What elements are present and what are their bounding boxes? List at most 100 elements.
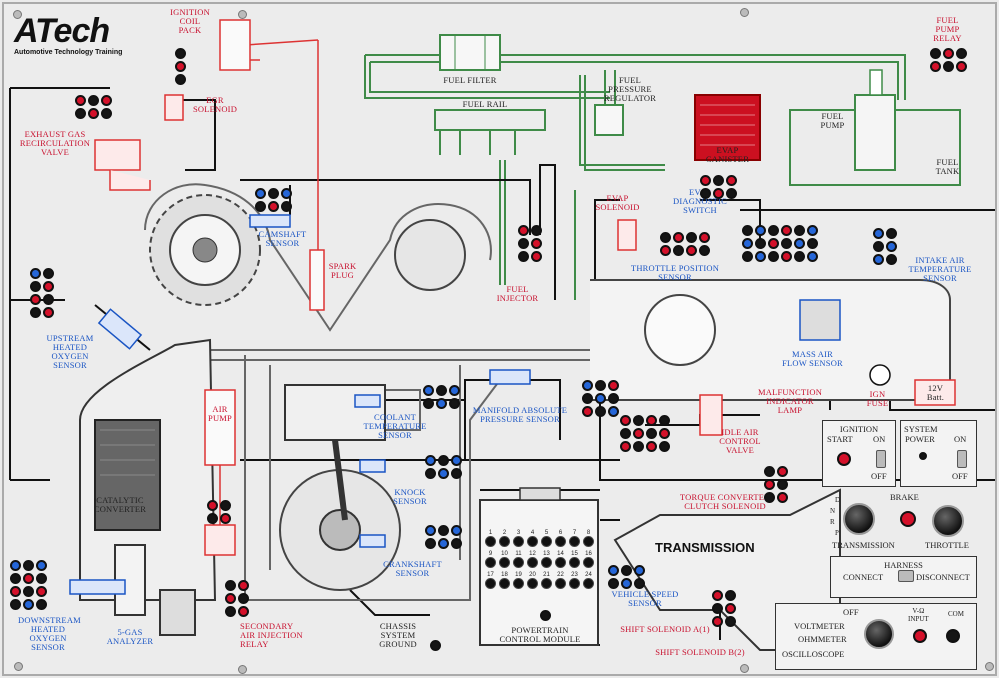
test-jack-black[interactable] bbox=[30, 307, 41, 318]
pcm-pin[interactable]: 6 bbox=[555, 530, 566, 547]
pcm-pin[interactable]: 4 bbox=[527, 530, 538, 547]
test-jack-black[interactable] bbox=[807, 238, 818, 249]
test-jack-black[interactable] bbox=[518, 251, 529, 262]
test-jack-black[interactable] bbox=[794, 251, 805, 262]
test-jack-red[interactable] bbox=[768, 238, 779, 249]
test-jack-red[interactable] bbox=[930, 61, 941, 72]
pcm-pin-jack[interactable] bbox=[569, 578, 580, 589]
meter-selector-knob[interactable] bbox=[864, 619, 894, 649]
pcm-pin[interactable]: 2 bbox=[499, 530, 510, 547]
test-jack-red[interactable] bbox=[582, 406, 593, 417]
test-jack-red[interactable] bbox=[943, 48, 954, 59]
pcm-pin-jack[interactable] bbox=[583, 536, 594, 547]
pcm-pin-jack[interactable] bbox=[527, 578, 538, 589]
test-jack-blue[interactable] bbox=[873, 228, 884, 239]
test-jack-red[interactable] bbox=[781, 225, 792, 236]
pcm-pin[interactable]: 23 bbox=[569, 572, 580, 589]
test-jack-blue[interactable] bbox=[621, 578, 632, 589]
test-jack-blue[interactable] bbox=[438, 468, 449, 479]
test-jack-blue[interactable] bbox=[438, 538, 449, 549]
test-jack-black[interactable] bbox=[175, 48, 186, 59]
ignition-start-button[interactable] bbox=[837, 452, 851, 466]
test-jack-black[interactable] bbox=[886, 254, 897, 265]
test-jack-black[interactable] bbox=[10, 599, 21, 610]
pcm-pin-jack[interactable] bbox=[485, 536, 496, 547]
test-jack-blue[interactable] bbox=[595, 393, 606, 404]
test-jack-blue[interactable] bbox=[425, 455, 436, 466]
test-jack-red[interactable] bbox=[659, 428, 670, 439]
pcm-pin-jack[interactable] bbox=[555, 578, 566, 589]
test-jack-blue[interactable] bbox=[255, 188, 266, 199]
test-jack-black[interactable] bbox=[101, 108, 112, 119]
test-jack-black[interactable] bbox=[531, 225, 542, 236]
test-jack-black[interactable] bbox=[436, 385, 447, 396]
test-jack-black[interactable] bbox=[238, 593, 249, 604]
test-jack-black[interactable] bbox=[755, 238, 766, 249]
test-jack-black[interactable] bbox=[659, 441, 670, 452]
test-jack-red[interactable] bbox=[660, 245, 671, 256]
pcm-pin-jack[interactable] bbox=[499, 557, 510, 568]
test-jack-black[interactable] bbox=[768, 251, 779, 262]
pcm-pin[interactable]: 1 bbox=[485, 530, 496, 547]
pcm-pin-jack[interactable] bbox=[485, 557, 496, 568]
test-jack-black[interactable] bbox=[175, 74, 186, 85]
test-jack-red[interactable] bbox=[777, 492, 788, 503]
test-jack-black[interactable] bbox=[36, 599, 47, 610]
test-jack-red[interactable] bbox=[43, 281, 54, 292]
test-jack-blue[interactable] bbox=[807, 251, 818, 262]
test-jack-red[interactable] bbox=[608, 380, 619, 391]
test-jack-red[interactable] bbox=[646, 441, 657, 452]
test-jack-black[interactable] bbox=[620, 428, 631, 439]
pcm-pin-jack[interactable] bbox=[541, 536, 552, 547]
test-jack-black[interactable] bbox=[595, 380, 606, 391]
test-jack-blue[interactable] bbox=[436, 398, 447, 409]
test-jack-black[interactable] bbox=[220, 500, 231, 511]
test-jack-black[interactable] bbox=[777, 479, 788, 490]
test-jack-black[interactable] bbox=[660, 232, 671, 243]
test-jack-red[interactable] bbox=[764, 479, 775, 490]
test-jack-blue[interactable] bbox=[807, 225, 818, 236]
test-jack-black[interactable] bbox=[621, 565, 632, 576]
test-jack-blue[interactable] bbox=[423, 385, 434, 396]
system-power-toggle[interactable] bbox=[957, 450, 967, 468]
test-jack-black[interactable] bbox=[633, 441, 644, 452]
test-jack-blue[interactable] bbox=[755, 225, 766, 236]
test-jack-black[interactable] bbox=[633, 415, 644, 426]
test-jack-black[interactable] bbox=[873, 241, 884, 252]
test-jack-black[interactable] bbox=[943, 61, 954, 72]
test-jack-black[interactable] bbox=[699, 245, 710, 256]
meter-input-jack[interactable] bbox=[913, 629, 927, 643]
test-jack-black[interactable] bbox=[886, 228, 897, 239]
test-jack-black[interactable] bbox=[742, 251, 753, 262]
test-jack-black[interactable] bbox=[764, 492, 775, 503]
test-jack-red[interactable] bbox=[700, 175, 711, 186]
test-jack-red[interactable] bbox=[225, 593, 236, 604]
test-jack-black[interactable] bbox=[23, 586, 34, 597]
test-jack-black[interactable] bbox=[451, 468, 462, 479]
pcm-pin-jack[interactable] bbox=[499, 536, 510, 547]
test-jack-black[interactable] bbox=[673, 245, 684, 256]
pcm-pin[interactable]: 12 bbox=[527, 551, 538, 568]
test-jack-red[interactable] bbox=[75, 95, 86, 106]
pcm-pin-jack[interactable] bbox=[569, 557, 580, 568]
test-jack-red[interactable] bbox=[207, 500, 218, 511]
transmission-knob[interactable] bbox=[843, 503, 875, 535]
pcm-pin-jack[interactable] bbox=[485, 578, 496, 589]
test-jack-blue[interactable] bbox=[742, 238, 753, 249]
test-jack-blue[interactable] bbox=[582, 380, 593, 391]
test-jack-red[interactable] bbox=[268, 201, 279, 212]
pcm-pin-jack[interactable] bbox=[513, 557, 524, 568]
test-jack-black[interactable] bbox=[781, 238, 792, 249]
pcm-pin[interactable]: 11 bbox=[513, 551, 524, 568]
test-jack-black[interactable] bbox=[540, 610, 551, 621]
test-jack-red[interactable] bbox=[238, 580, 249, 591]
test-jack-black[interactable] bbox=[659, 415, 670, 426]
test-jack-black[interactable] bbox=[23, 560, 34, 571]
test-jack-blue[interactable] bbox=[451, 455, 462, 466]
test-jack-red[interactable] bbox=[633, 428, 644, 439]
pcm-pin-jack[interactable] bbox=[555, 557, 566, 568]
test-jack-black[interactable] bbox=[742, 225, 753, 236]
test-jack-black[interactable] bbox=[582, 393, 593, 404]
test-jack-black[interactable] bbox=[36, 573, 47, 584]
test-jack-blue[interactable] bbox=[873, 254, 884, 265]
